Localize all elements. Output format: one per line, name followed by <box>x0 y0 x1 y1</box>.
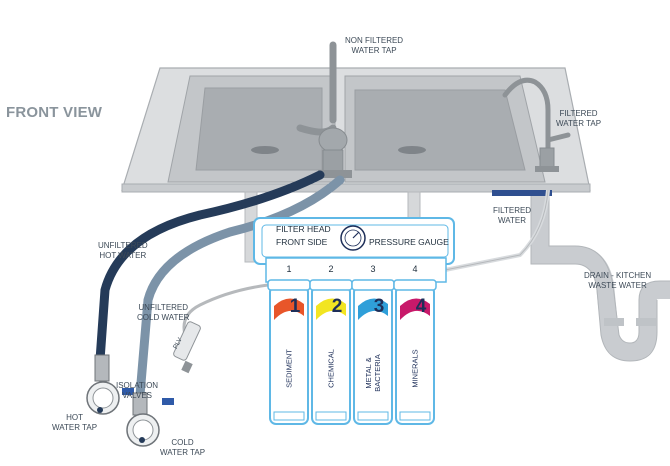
filter-base-4 <box>399 411 431 421</box>
drain-pipe <box>531 190 670 362</box>
filter-base-1 <box>273 411 305 421</box>
hot-tap-fitting <box>86 354 134 415</box>
drain-joint <box>604 318 624 326</box>
filter-cap-1 <box>267 279 311 291</box>
filter-base-3 <box>357 411 389 421</box>
filter-digit-2: 2 <box>331 296 343 317</box>
supply-line <box>182 283 269 336</box>
plv-valve <box>173 321 201 374</box>
filter-number-3: 3 <box>370 264 376 274</box>
filter-number-1: 1 <box>286 264 292 274</box>
filtered-tap <box>502 77 571 153</box>
filter-label-3: METAL &BACTERIA <box>364 354 382 392</box>
filter-cap-3 <box>351 279 395 291</box>
filter-label-2: CHEMICAL <box>326 349 336 388</box>
filter-color-band-4 <box>400 298 430 320</box>
filter-base-2 <box>315 411 347 421</box>
view-title: FRONT VIEW <box>6 104 103 121</box>
filter-digit-1: 1 <box>289 296 301 317</box>
pressure-gauge-icon <box>340 225 366 251</box>
drain-joint <box>636 318 656 326</box>
filter-cap-4 <box>393 279 437 291</box>
filter-head-label: FILTER HEAD <box>276 224 331 234</box>
sink-support <box>407 191 421 219</box>
filter-color-band-3 <box>358 298 388 320</box>
filter-label-4: MINERALS <box>410 349 420 388</box>
tap-base-underside <box>492 190 552 196</box>
filter-number-2: 2 <box>328 264 334 274</box>
filter-digit-4: 4 <box>415 296 427 317</box>
filter-color-band-1 <box>274 298 304 320</box>
filter-number-4: 4 <box>412 264 418 274</box>
filter-digit-3: 3 <box>373 296 385 317</box>
filter-color-band-2 <box>316 298 346 320</box>
sink <box>121 67 591 193</box>
front-side-label: FRONT SIDE <box>276 237 328 247</box>
filter-cap-2 <box>309 279 353 291</box>
cold-tap-fitting <box>126 392 174 447</box>
pressure-gauge-label: PRESSURE GAUGE <box>369 237 449 247</box>
cold-water-hose <box>135 175 345 400</box>
hot-water-hose <box>95 170 325 365</box>
filter-label-1: SEDIMENT <box>284 349 294 388</box>
